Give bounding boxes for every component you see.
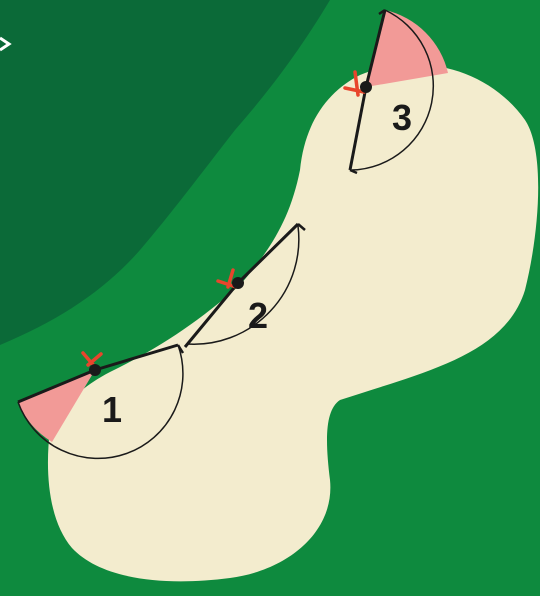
position-dot-1 xyxy=(89,364,101,376)
position-dot-2 xyxy=(232,277,244,289)
position-dot-3 xyxy=(360,81,372,93)
position-number-3: 3 xyxy=(392,97,412,138)
position-number-2: 2 xyxy=(248,295,268,336)
position-number-1: 1 xyxy=(102,389,122,430)
